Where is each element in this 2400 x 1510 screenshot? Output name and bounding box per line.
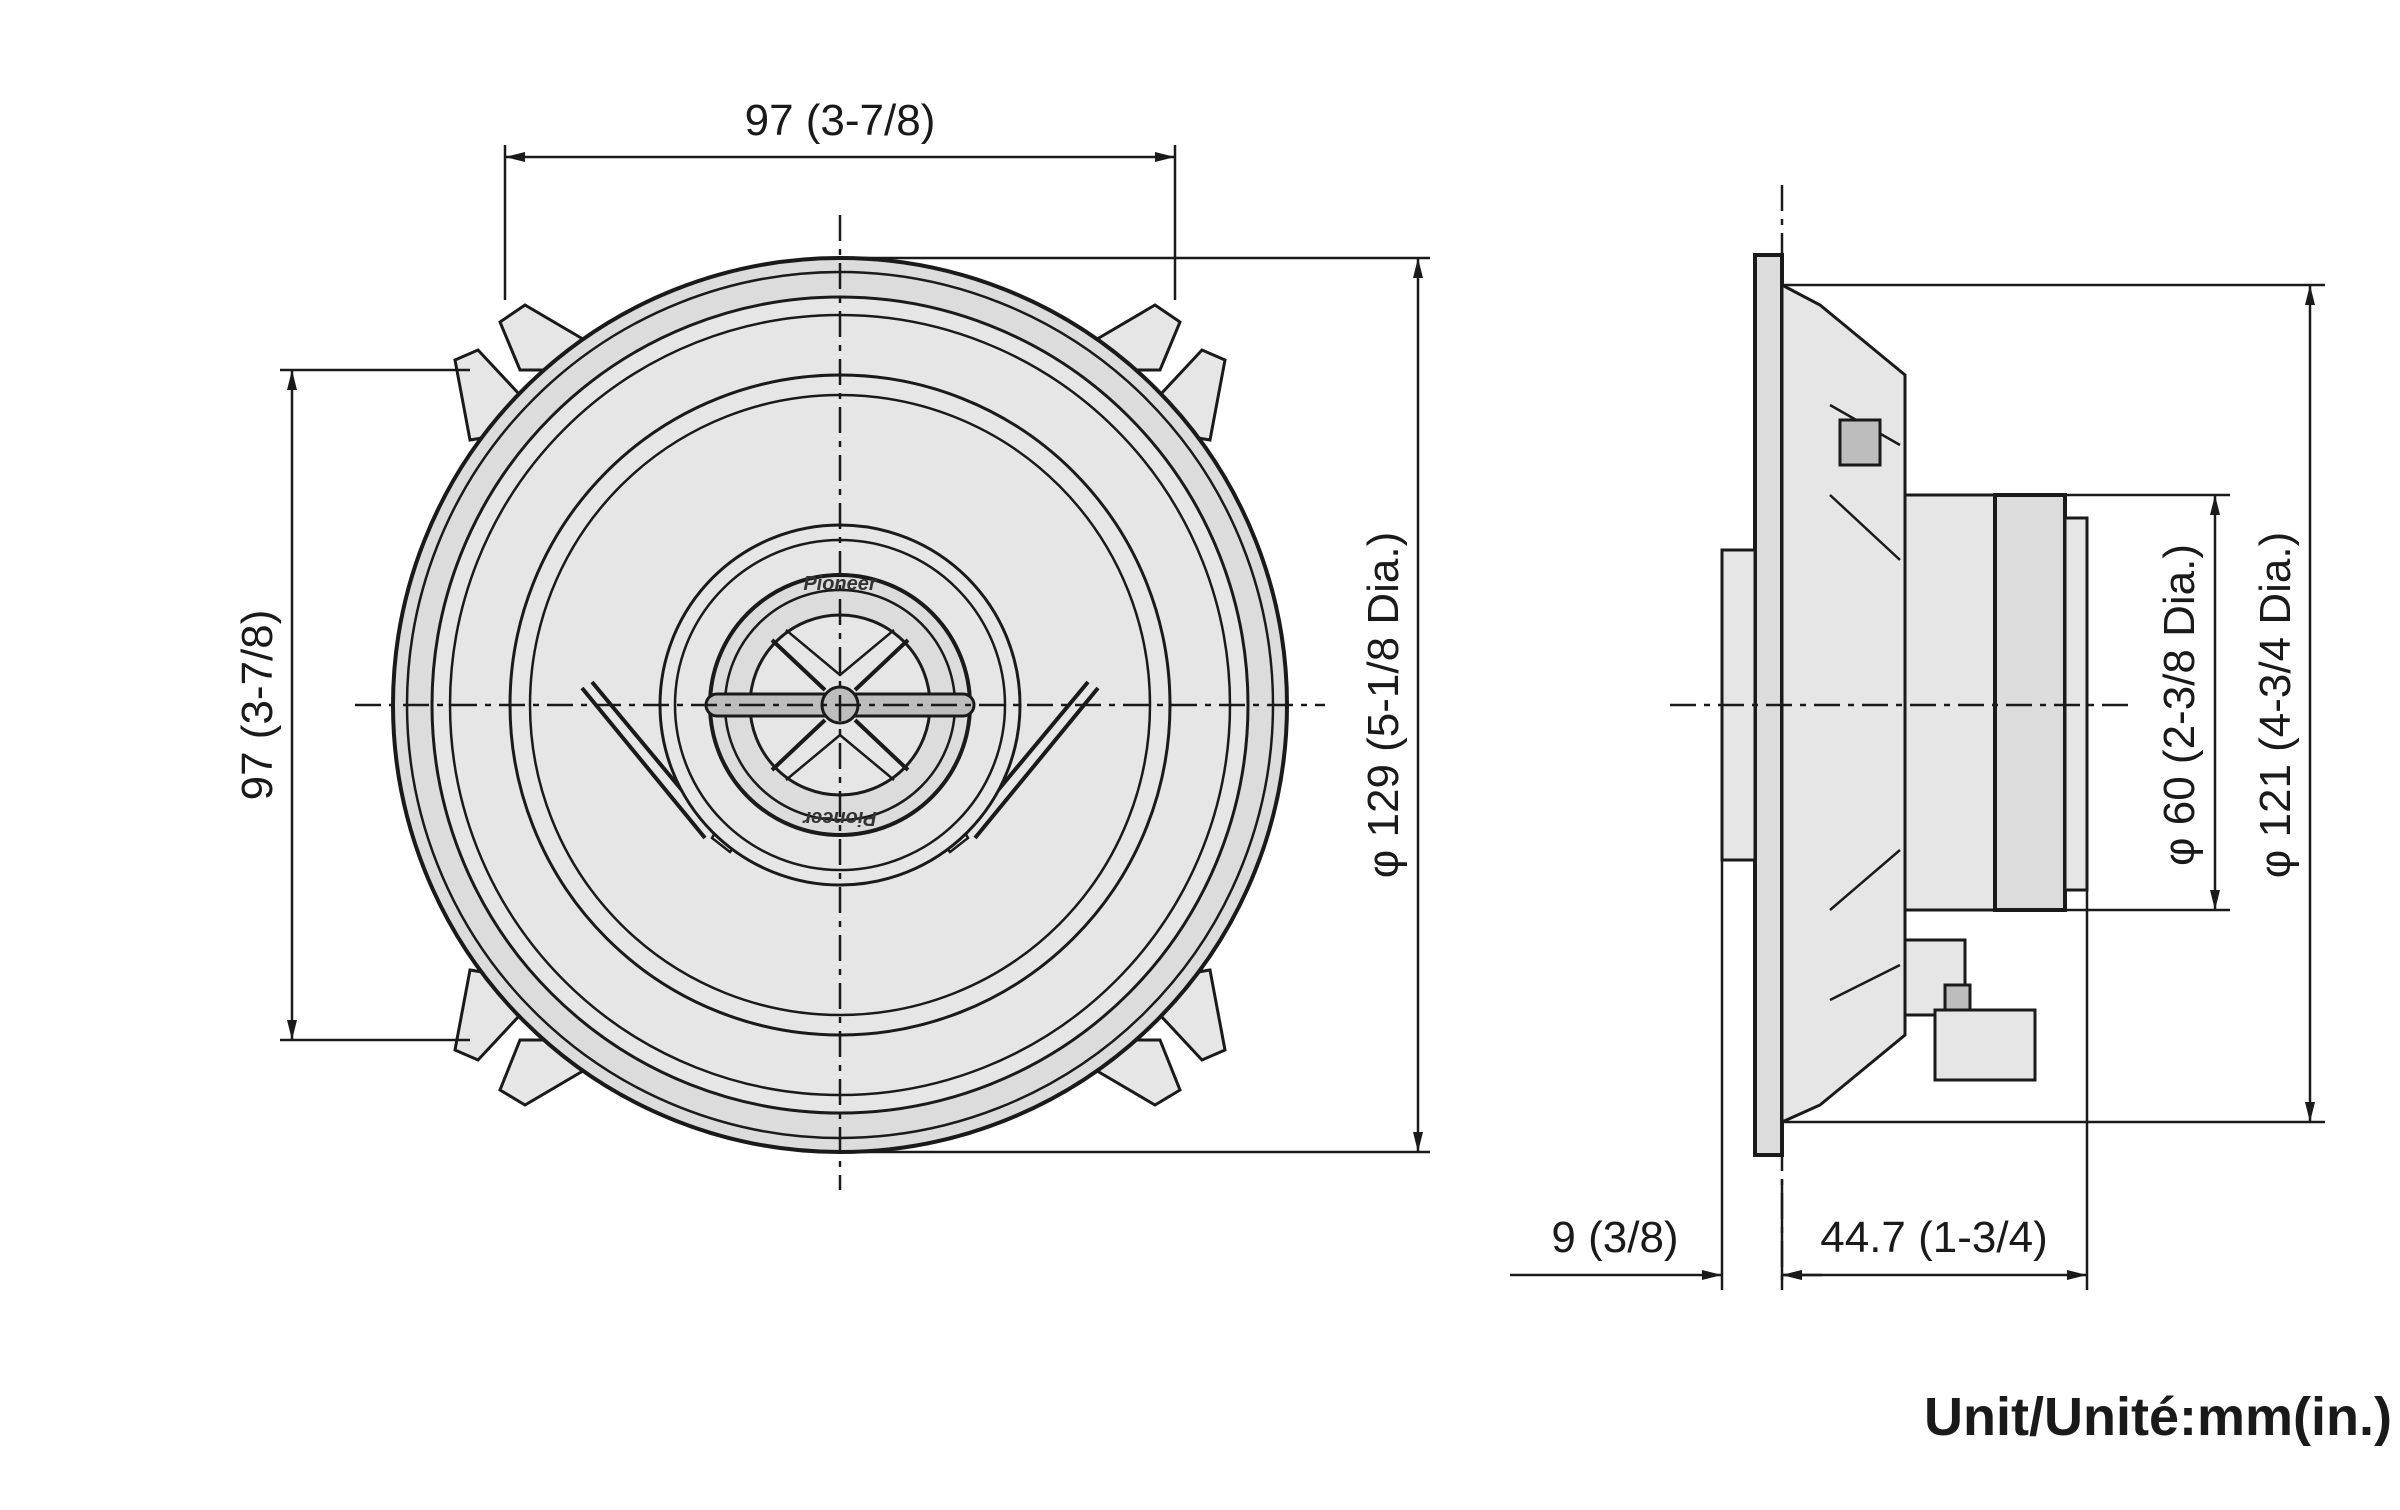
diameter-label: φ 129 (5-1/8 Dia.) [1359,532,1408,878]
front-view: Pioneer Pioneer 97 (3-7/8) 97 (3-7/8) φ … [233,96,1430,1190]
magnet-assembly [1903,493,1997,912]
speaker-terminals [1903,938,2037,1082]
brand-logo-bottom: Pioneer [802,807,877,829]
flange-depth-label: 9 (3/8) [1551,1213,1678,1262]
mount-depth-label: 44.7 (1-3/4) [1820,1213,2047,1262]
magnet-diameter-label: φ 60 (2-3/8 Dia.) [2155,544,2204,866]
unit-label: Unit/Unité:mm(in.) [1924,1387,2392,1447]
width-dimension: 97 (3-7/8) [503,96,1177,300]
speaker-basket [1780,282,1907,1125]
height-dimension: 97 (3-7/8) [233,368,470,1042]
cutout-diameter-label: φ 121 (4-3/4 Dia.) [2251,532,2300,878]
side-view: φ 60 (2-3/8 Dia.) φ 121 (4-3/4 Dia.) 9 (… [1510,185,2325,1290]
mount-depth-dimension: 44.7 (1-3/4) [1782,890,2089,1290]
brand-logo-top: Pioneer [803,573,878,595]
width-label: 97 (3-7/8) [745,96,936,145]
height-label: 97 (3-7/8) [233,610,282,801]
magnet-diameter-dimension: φ 60 (2-3/8 Dia.) [2065,493,2230,912]
diameter-dimension: φ 129 (5-1/8 Dia.) [840,256,1430,1154]
flange-depth-dimension: 9 (3/8) [1510,860,1822,1290]
cutout-diameter-dimension: φ 121 (4-3/4 Dia.) [1782,283,2325,1124]
